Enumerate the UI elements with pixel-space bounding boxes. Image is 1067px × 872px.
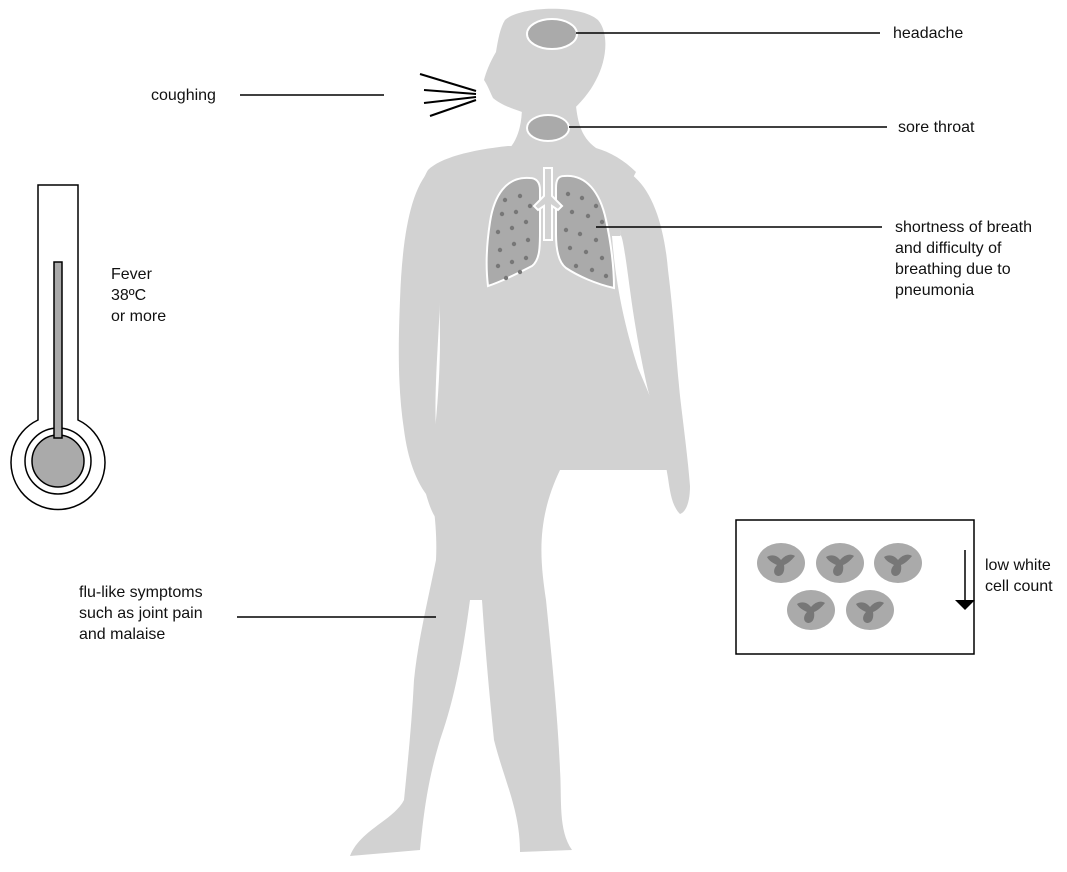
thermometer-icon <box>11 185 105 510</box>
lung-dot <box>526 238 530 242</box>
thermometer-mercury <box>54 262 62 438</box>
lung-dot <box>510 260 514 264</box>
white-blood-cell <box>757 543 805 583</box>
lung-dot <box>524 256 528 260</box>
white-cell-panel <box>736 520 975 654</box>
lung-dot <box>510 226 514 230</box>
lung-dot <box>568 246 572 250</box>
lung-dot <box>496 264 500 268</box>
thermometer-bulb <box>32 435 84 487</box>
lung-dot <box>564 228 568 232</box>
white-blood-cell <box>874 543 922 583</box>
left-arm <box>399 170 445 522</box>
white-cell-box <box>736 520 974 654</box>
lung-dot <box>504 276 508 280</box>
lung-dot <box>498 248 502 252</box>
lung-dot <box>604 274 608 278</box>
lung-dot <box>594 204 598 208</box>
white-cell-label: low white cell count <box>985 555 1053 597</box>
human-body-silhouette <box>350 9 690 856</box>
lung-dot <box>512 242 516 246</box>
lung-dot <box>496 230 500 234</box>
sore-throat-marker <box>527 115 569 141</box>
white-blood-cell <box>816 543 864 583</box>
lung-dot <box>600 256 604 260</box>
lung-dot <box>594 238 598 242</box>
lung-dot <box>518 194 522 198</box>
lung-dot <box>580 196 584 200</box>
headache-label: headache <box>893 23 963 44</box>
white-blood-cell <box>787 590 835 630</box>
lung-dot <box>600 220 604 224</box>
lung-dot <box>578 232 582 236</box>
white-blood-cell <box>846 590 894 630</box>
lung-dot <box>586 214 590 218</box>
lung-dot <box>524 220 528 224</box>
lung-dot <box>518 270 522 274</box>
fever-label: Fever 38ºC or more <box>111 264 166 327</box>
coughing-label: coughing <box>151 85 216 106</box>
lung-dot <box>570 210 574 214</box>
sore-throat-label: sore throat <box>898 117 974 138</box>
lung-dot <box>528 204 532 208</box>
flu-label: flu-like symptoms such as joint pain and… <box>79 582 203 645</box>
lung-dot <box>500 212 504 216</box>
lung-dot <box>503 198 507 202</box>
breath-label: shortness of breath and difficulty of br… <box>895 217 1032 301</box>
lung-dot <box>574 264 578 268</box>
lung-dot <box>566 192 570 196</box>
lung-dot <box>584 250 588 254</box>
lung-dot <box>590 268 594 272</box>
lung-dot <box>514 210 518 214</box>
cough-lines <box>420 74 476 116</box>
headache-marker <box>527 19 577 49</box>
